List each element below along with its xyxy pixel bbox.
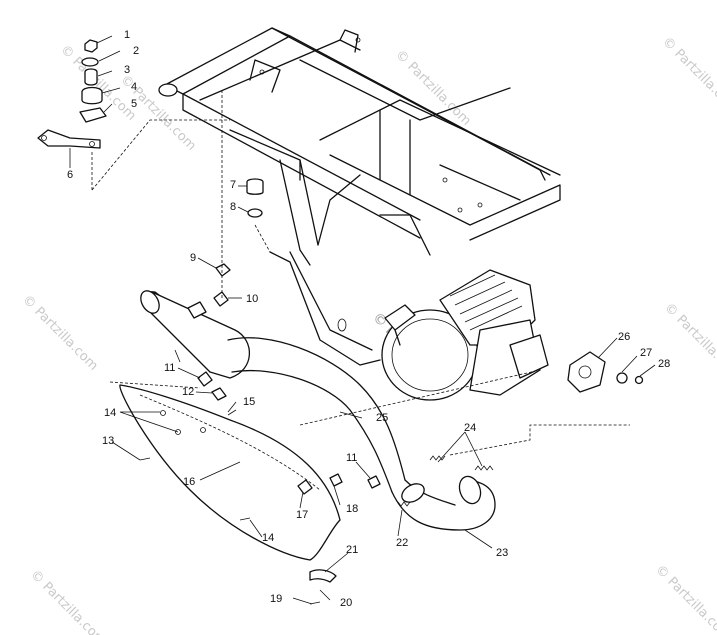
callout-14: 14 bbox=[104, 407, 116, 419]
callout-23: 23 bbox=[496, 547, 508, 559]
callout-16: 16 bbox=[183, 476, 195, 488]
callout-14: 14 bbox=[262, 532, 274, 544]
leader-lines bbox=[69, 35, 656, 605]
callout-20: 20 bbox=[340, 597, 352, 609]
callout-15: 15 bbox=[243, 396, 255, 408]
callout-25: 25 bbox=[376, 412, 388, 424]
callout-22: 22 bbox=[396, 537, 408, 549]
callout-4: 4 bbox=[131, 81, 137, 93]
callout-7: 7 bbox=[230, 179, 236, 191]
watermark: © Partzilla.com bbox=[652, 562, 717, 635]
callout-26: 26 bbox=[618, 331, 630, 343]
callout-21: 21 bbox=[346, 544, 358, 556]
callout-19: 19 bbox=[270, 593, 282, 605]
watermarks: © Partzilla.com © Partzilla.com © Partzi… bbox=[19, 34, 717, 635]
callout-10: 10 bbox=[246, 293, 258, 305]
muffler-assembly bbox=[119, 290, 341, 561]
callout-27: 27 bbox=[640, 347, 652, 359]
callout-28: 28 bbox=[658, 358, 670, 370]
frame bbox=[158, 27, 561, 366]
watermark: © Partzilla.com bbox=[392, 47, 474, 129]
callout-17: 17 bbox=[296, 509, 308, 521]
callout-8: 8 bbox=[230, 201, 236, 213]
watermark: © Partzilla.com bbox=[19, 292, 101, 374]
callout-12: 12 bbox=[182, 386, 194, 398]
engine bbox=[381, 269, 549, 401]
callout-labels: 1 2 3 4 5 6 7 8 9 10 11 11 12 13 14 14 1… bbox=[67, 29, 670, 609]
mount-parts bbox=[37, 39, 630, 605]
callout-3: 3 bbox=[124, 64, 130, 76]
callout-5: 5 bbox=[131, 98, 137, 110]
callout-2: 2 bbox=[133, 45, 139, 57]
watermark: © Partzilla.com bbox=[659, 34, 717, 116]
callout-9: 9 bbox=[190, 252, 196, 264]
callout-24: 24 bbox=[464, 422, 476, 434]
callout-11: 11 bbox=[346, 452, 357, 464]
head-pipe bbox=[227, 337, 644, 531]
callout-6: 6 bbox=[67, 169, 73, 181]
callout-1: 1 bbox=[124, 29, 130, 41]
watermark: © Partzilla.com bbox=[27, 567, 109, 635]
callout-13: 13 bbox=[102, 435, 114, 447]
callout-18: 18 bbox=[346, 503, 358, 515]
callout-11: 11 bbox=[164, 362, 175, 374]
